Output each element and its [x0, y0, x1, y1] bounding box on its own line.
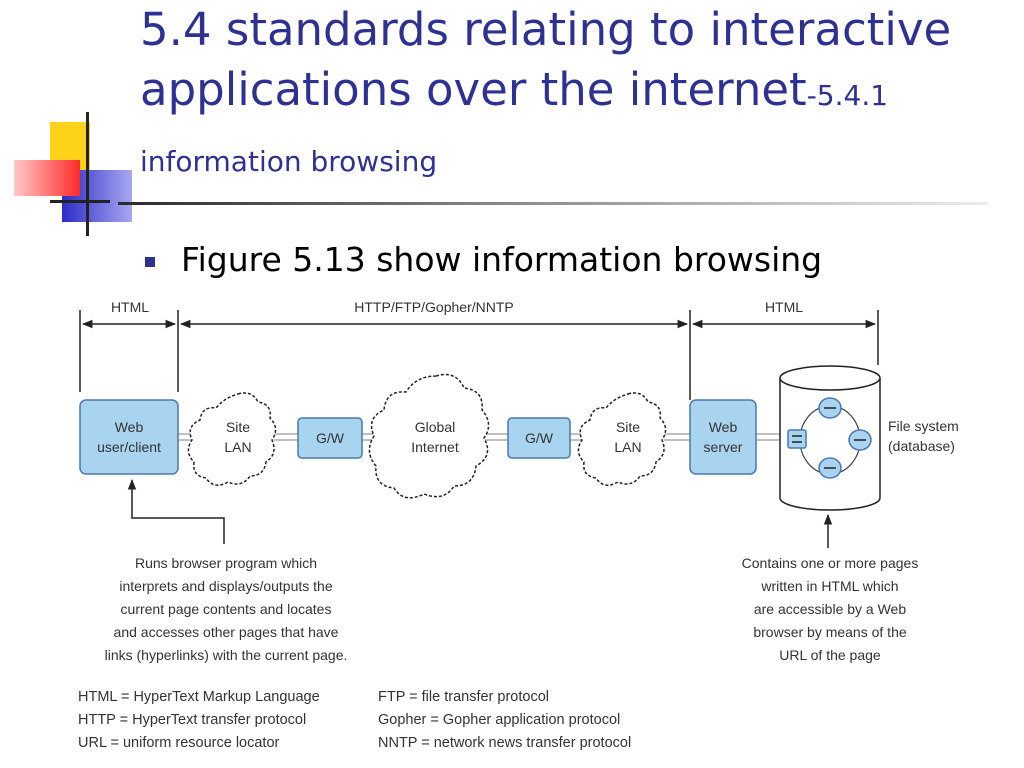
slide-title-sub: -5.4.1 information browsing — [140, 79, 889, 178]
web-server-box: Web server — [689, 399, 757, 475]
web-server-label-1: Web — [709, 419, 738, 435]
site-lan-1-label-2: LAN — [224, 439, 251, 455]
legend-left-2: HTTP = HyperText transfer protocol — [78, 712, 306, 728]
web-server-label-2: server — [704, 439, 743, 455]
gateway-2-label: G/W — [525, 430, 554, 446]
server-note-line-1: Contains one or more pages — [742, 555, 919, 571]
legend-left-3: URL = uniform resource locator — [78, 735, 280, 751]
server-note-line-2: written in HTML which — [760, 578, 898, 594]
server-note-line-3: are accessible by a Web — [754, 601, 906, 617]
file-system-label-1: File system — [888, 418, 959, 434]
web-client-box: Web user/client — [79, 399, 179, 475]
logo-red-square — [14, 160, 80, 196]
bullet-square-icon — [145, 257, 155, 267]
web-client-label-1: Web — [115, 419, 144, 435]
slide-title: 5.4 standards relating to interactive ap… — [140, 0, 1010, 192]
site-lan-cloud-2: Site LAN — [577, 392, 667, 486]
global-internet-cloud: Global Internet — [368, 373, 490, 499]
span-label-right-html: HTML — [765, 299, 803, 315]
site-lan-2-label-1: Site — [616, 419, 640, 435]
browsing-diagram: HTML HTTP/FTP/Gopher/NNTP HTML Web user/… — [78, 299, 959, 751]
legend-right-3: NNTP = network news transfer protocol — [378, 735, 631, 751]
client-note-line-2: interprets and displays/outputs the — [119, 578, 332, 594]
gateway-1-label: G/W — [316, 430, 345, 446]
legend-right-2: Gopher = Gopher application protocol — [378, 712, 620, 728]
web-client-label-2: user/client — [97, 439, 161, 455]
client-note-line-3: current page contents and locates — [121, 601, 332, 617]
internet-label-1: Global — [415, 419, 455, 435]
logo-vertical-line — [86, 112, 89, 236]
client-note-line-4: and accesses other pages that have — [114, 624, 339, 640]
server-note-line-4: browser by means of the — [753, 624, 907, 640]
client-note-line-1: Runs browser program which — [135, 555, 317, 571]
server-note-line-5: URL of the page — [779, 647, 881, 663]
client-note-line-5: links (hyperlinks) with the current page… — [105, 647, 348, 663]
legend-left-1: HTML = HyperText Markup Language — [78, 689, 320, 705]
slide-logo-decoration — [0, 100, 150, 240]
bullet-item: Figure 5.13 show information browsing — [145, 238, 1005, 280]
file-system-database-icon — [779, 365, 881, 511]
bullet-text: Figure 5.13 show information browsing — [181, 239, 823, 279]
span-label-left-html: HTML — [111, 299, 149, 315]
gateway-box-1: G/W — [297, 417, 363, 459]
client-note-pointer — [127, 478, 225, 544]
span-boundaries — [79, 310, 879, 400]
site-lan-2-label-2: LAN — [614, 439, 641, 455]
gateway-box-2: G/W — [507, 417, 571, 459]
internet-label-2: Internet — [411, 439, 459, 455]
span-label-protocols: HTTP/FTP/Gopher/NNTP — [354, 299, 513, 315]
legend-right-1: FTP = file transfer protocol — [378, 689, 549, 705]
file-system-label-2: (database) — [888, 438, 955, 454]
site-lan-1-label-1: Site — [226, 419, 250, 435]
client-note: Runs browser program which interprets an… — [105, 555, 348, 663]
title-underline — [118, 202, 988, 205]
site-lan-cloud-1: Site LAN — [187, 392, 277, 486]
abbreviation-legend: HTML = HyperText Markup Language HTTP = … — [78, 689, 631, 751]
server-note: Contains one or more pages written in HT… — [742, 555, 919, 663]
logo-horizontal-line — [50, 200, 110, 203]
slide-title-main: 5.4 standards relating to interactive ap… — [140, 3, 952, 116]
